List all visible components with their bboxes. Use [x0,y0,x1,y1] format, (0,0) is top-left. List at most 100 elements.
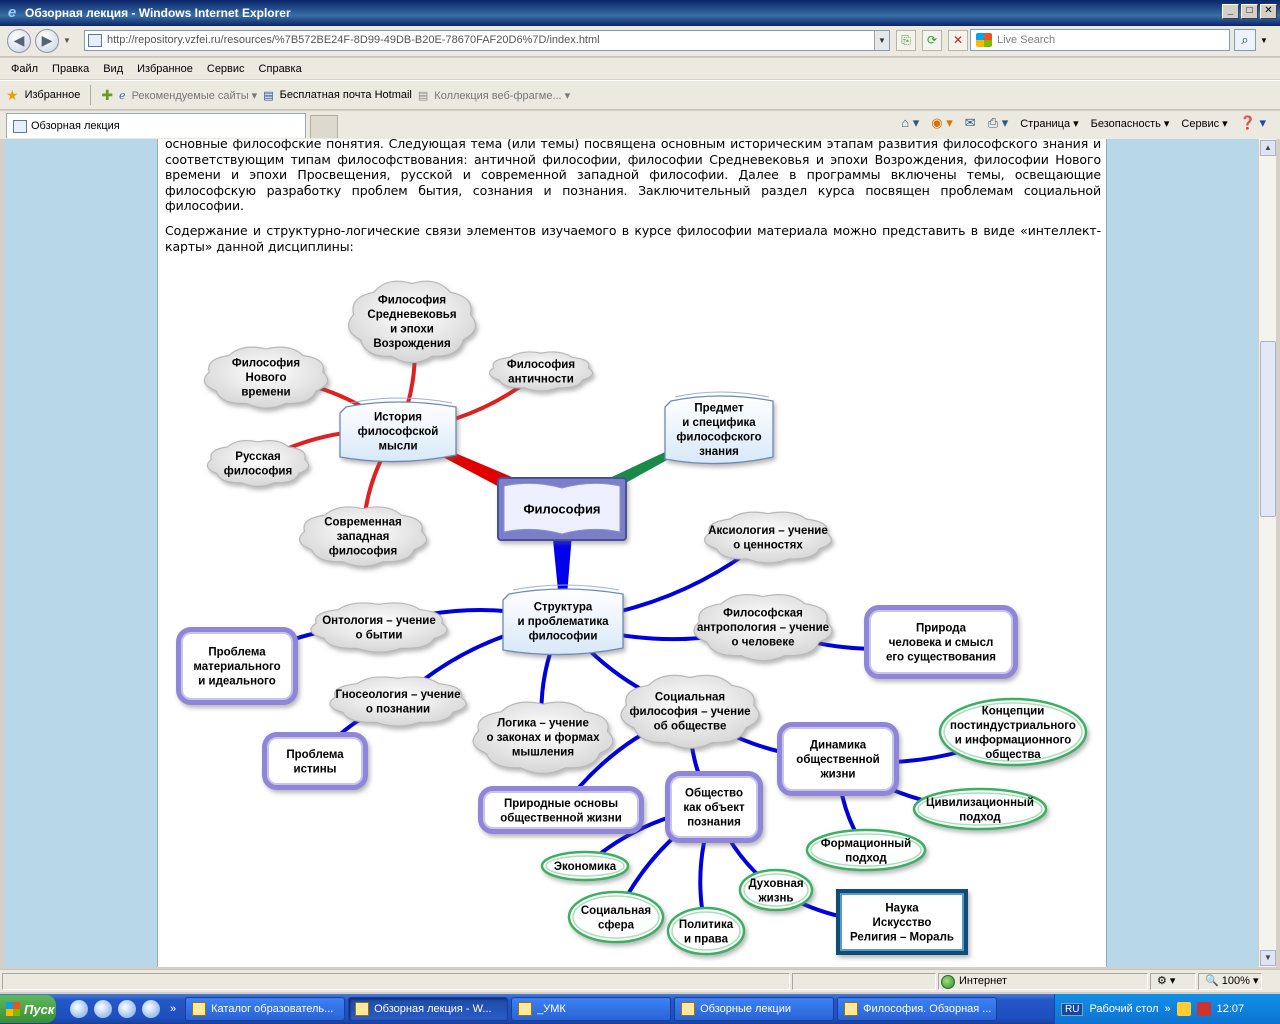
zoom-dropdown-icon[interactable]: ▾ [1252,975,1259,987]
print-icon[interactable]: ⎙ ▾ [987,115,1009,130]
tab-lecture[interactable]: Обзорная лекция [6,113,306,138]
zoom-control[interactable]: 🔍 100% ▾ [1198,973,1262,990]
node-label: Аксиология – учение [708,525,828,537]
antivirus-icon[interactable] [1196,1002,1211,1016]
node-label: и идеального [198,676,275,688]
taskbar-philosophy-doc[interactable]: Философия. Обзорная ... [837,997,998,1021]
node-label: Философия [232,358,300,370]
page-menu[interactable]: Страница ▾ [1020,117,1079,130]
minimize-button[interactable]: _ [1222,4,1239,19]
status-text-cell [2,973,790,990]
node-label: истины [294,763,337,775]
search-input[interactable]: Live Search [970,29,1230,51]
node-label: античности [508,373,574,385]
compat-view-icon[interactable]: ⎘ [896,30,916,51]
media-player-icon[interactable] [94,1000,112,1018]
web-slice-gallery-link[interactable]: Коллекция веб-фрагме... ▾ [434,89,571,102]
suggested-sites-link[interactable]: Рекомендуемые сайты ▾ [131,89,258,102]
language-indicator[interactable]: RU [1061,1002,1084,1016]
help-icon[interactable]: ❓ ▾ [1239,115,1266,130]
menu-edit[interactable]: Правка [52,62,90,75]
new-tab-button[interactable] [310,115,338,138]
internet-globe-icon [941,975,955,989]
add-favorite-icon[interactable]: ✚ [101,86,114,103]
taskbar-umk-folder[interactable]: _УМК [511,997,672,1021]
search-icon[interactable]: ⌕ [1234,29,1256,51]
safety-menu[interactable]: Безопасность ▾ [1090,117,1170,130]
outlook-icon[interactable] [118,1000,136,1018]
lecture-page: основные философские понятия. Следующая … [157,139,1107,967]
node-label: его существования [886,652,996,664]
home-icon[interactable]: ⌂ ▾ [901,115,920,130]
scroll-down-icon[interactable]: ▼ [1260,950,1276,966]
rss-feed-icon[interactable]: ◉ ▾ [931,115,953,130]
node-label: подход [959,811,1001,823]
read-mail-icon[interactable]: ✉ [964,115,976,130]
protected-mode-icon[interactable]: ⚙ ▾ [1150,973,1196,990]
taskbar-lecture[interactable]: Обзорная лекция - W... [348,997,509,1021]
menu-file[interactable]: Файл [11,62,39,75]
node-label: жизни [820,769,856,781]
node-label: Современная [324,517,402,529]
node-center: Философия [497,477,627,541]
start-button[interactable]: Пуск [0,995,56,1023]
close-button[interactable]: ✕ [1260,4,1277,19]
node-label: Общество [685,788,743,800]
ie-quicklaunch-icon[interactable] [70,1000,88,1018]
node-label: Философия [507,359,575,371]
menu-tools[interactable]: Сервис [206,62,245,75]
menu-favorites[interactable]: Избранное [137,62,193,75]
tools-menu[interactable]: Сервис ▾ [1181,117,1228,130]
favorites-star-icon[interactable]: ★ [6,86,19,103]
menu-help[interactable]: Справка [258,62,302,75]
node-label: философского [676,431,761,443]
maximize-button[interactable]: □ [1241,4,1258,19]
hotmail-link[interactable]: Бесплатная почта Hotmail [279,89,412,101]
vertical-scrollbar[interactable]: ▲ ▼ [1258,139,1276,967]
node-label: Возрождения [373,338,450,350]
quicklaunch-more-icon[interactable]: » [170,1003,177,1015]
menu-view[interactable]: Вид [103,62,124,75]
node-label: мысли [378,441,417,453]
node-label: антропология – учение [697,622,829,634]
node-label: подход [845,852,887,864]
node-label: сфера [598,919,635,931]
node-label: Природные основы [504,798,618,810]
back-arrow-icon[interactable]: ◀ [7,29,31,53]
forward-arrow-icon[interactable]: ▶ [35,29,59,53]
security-zone[interactable]: Интернет [938,973,1148,990]
scroll-up-icon[interactable]: ▲ [1260,140,1276,156]
address-dropdown-icon[interactable]: ▼ [874,31,889,50]
scrollbar-thumb[interactable] [1260,341,1276,517]
refresh-icon[interactable]: ⟳ [922,30,942,51]
title-bar[interactable]: e Обзорная лекция - Windows Internet Exp… [0,0,1280,26]
taskbar-lectures-folder[interactable]: Обзорные лекции [674,997,835,1021]
content-area: основные философские понятия. Следующая … [4,139,1258,967]
mind-map-nodes: ФилософияИсторияфилософскоймыслиПредмети… [176,280,1088,956]
search-options-icon[interactable]: ▼ [1260,36,1268,45]
favorites-button[interactable]: Избранное [24,89,81,101]
history-dropdown-icon[interactable]: ▼ [63,36,71,45]
taskbar-catalog[interactable]: Каталог образователь... [185,997,346,1021]
address-input[interactable]: http://repository.vzfei.ru/resources/%7B… [84,30,890,51]
show-desktop-icon[interactable] [142,1000,160,1018]
node-label: Формационный [821,838,911,850]
desktop-toolbar[interactable]: Рабочий стол [1089,1003,1159,1015]
taskbar-label: Каталог образователь... [211,1003,334,1015]
tray-expand-icon[interactable]: » [1164,1003,1171,1015]
node-label: Философская [723,608,803,620]
tray-app-icon[interactable] [1176,1002,1191,1016]
node-label: постиндустриального [950,720,1076,732]
node-label: об обществе [654,721,727,733]
stop-icon[interactable]: ✕ [948,30,968,51]
zoom-level: 100% [1221,975,1250,987]
